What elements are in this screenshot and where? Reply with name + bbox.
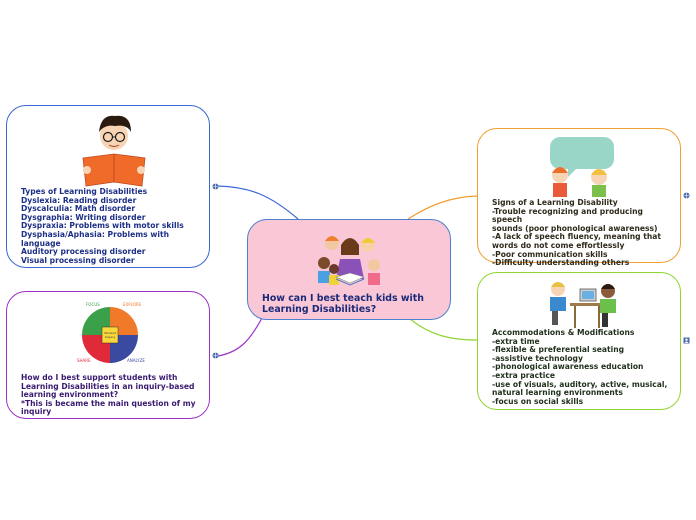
link-accommodations xyxy=(409,318,478,341)
globe-icon[interactable] xyxy=(212,183,219,190)
topic-accommodations-and-modifications[interactable]: Accommodations & Modifications -extra ti… xyxy=(477,272,681,410)
topic-signs-of-learning-disability[interactable]: Signs of a Learning Disability -Trouble … xyxy=(477,128,681,267)
central-topic-title: How can I best teach kids with Learning … xyxy=(262,293,424,315)
topic-types-of-learning-disabilities[interactable]: Types of Learning Disabilities Dyslexia:… xyxy=(6,105,210,268)
link-signs xyxy=(407,195,478,220)
topic-support-text: How do I best support students with Lear… xyxy=(21,373,196,417)
topic-inquiry-support-question[interactable]: Student Inquiry FOCUS EXPLORE ANALYZE SH… xyxy=(6,291,210,419)
svg-text:Inquiry: Inquiry xyxy=(105,335,116,339)
link-support xyxy=(217,317,263,357)
cycle-label-analyze: ANALYZE xyxy=(127,358,145,363)
inquiry-cycle-image: Student Inquiry FOCUS EXPLORE ANALYZE SH… xyxy=(77,302,145,363)
globe-icon[interactable] xyxy=(212,352,219,359)
user-icon[interactable] xyxy=(683,337,690,344)
teacher-reading-children-image xyxy=(318,236,380,286)
globe-icon[interactable] xyxy=(683,192,690,199)
topic-signs-text: Signs of a Learning Disability -Trouble … xyxy=(492,198,662,268)
children-talking-image xyxy=(550,137,614,197)
topic-accommodations-text: Accommodations & Modifications -extra ti… xyxy=(492,328,668,406)
cycle-label-share: SHARE xyxy=(77,358,91,363)
boy-reading-book-image xyxy=(82,115,146,187)
central-topic[interactable]: How can I best teach kids with Learning … xyxy=(247,219,451,320)
cycle-center-label: Student xyxy=(104,331,117,335)
topic-types-text: Types of Learning Disabilities Dyslexia:… xyxy=(21,187,184,265)
students-at-computer-image xyxy=(550,282,616,328)
cycle-label-focus: FOCUS xyxy=(86,302,100,307)
link-types xyxy=(217,185,299,220)
cycle-label-explore: EXPLORE xyxy=(123,302,142,307)
